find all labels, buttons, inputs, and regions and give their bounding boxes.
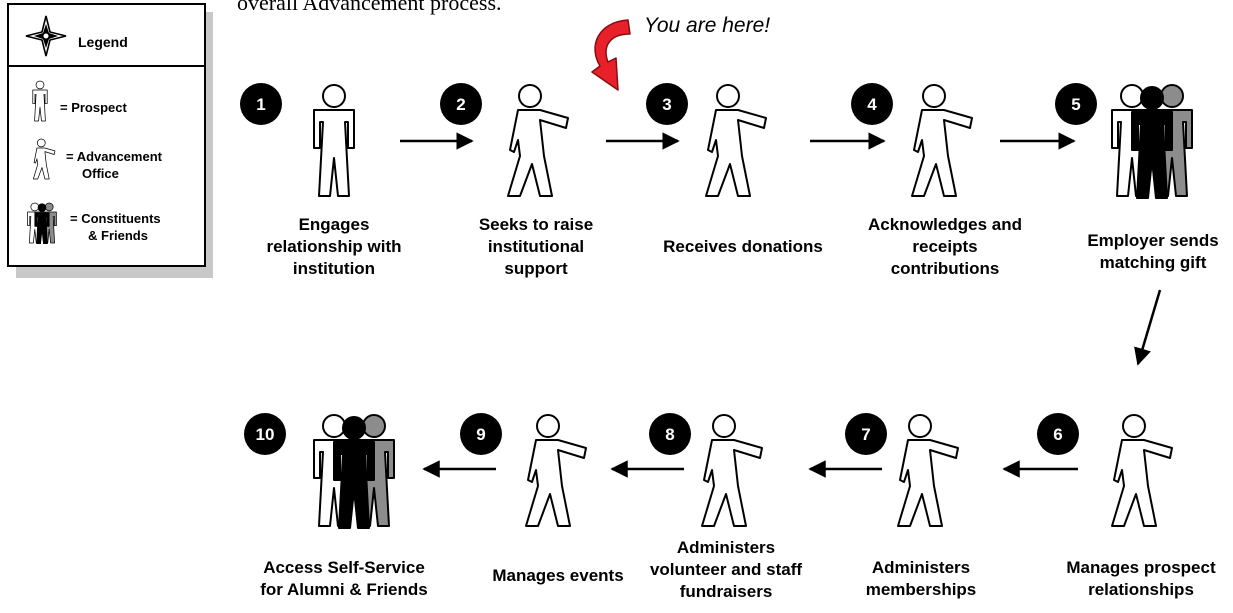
step-number-badge (240, 83, 282, 125)
step-caption-line: institution (293, 259, 375, 278)
step-caption-line: Access Self-Service (263, 558, 425, 577)
advancement-office-figure-icon (701, 414, 763, 527)
legend-item-line: = Advancement (66, 149, 163, 164)
constituents-group-icon (1112, 85, 1192, 198)
step-caption-line: Administers (872, 558, 970, 577)
legend-item-constituents: = Constituents & Friends (28, 203, 164, 244)
step-caption: Administers memberships (866, 558, 977, 599)
legend-item-line: = Constituents (70, 211, 161, 226)
advancement-office-figure-icon (507, 84, 569, 197)
legend-item-line: Office (82, 166, 119, 181)
advancement-office-figure-icon (911, 84, 973, 197)
step-caption-line: relationship with (266, 237, 401, 256)
step-caption-line: Acknowledges and (868, 215, 1022, 234)
step-caption: Seeks to raise institutional support (479, 215, 593, 278)
step-number: 9 (476, 425, 485, 444)
flow-arrow (1134, 289, 1162, 366)
red-curved-arrow-icon (591, 19, 631, 91)
step-number-badge (440, 83, 482, 125)
step-number-badge (460, 413, 502, 455)
step-caption-line: Employer sends (1087, 231, 1218, 250)
step-caption-line: for Alumni & Friends (260, 580, 428, 599)
step-caption: Engages relationship with institution (266, 215, 401, 278)
step-number: 4 (867, 95, 877, 114)
legend-item-label: = Prospect (60, 100, 128, 115)
legend-title: Legend (78, 34, 128, 50)
step-caption-line: Seeks to raise (479, 215, 593, 234)
advancement-office-figure-icon (705, 84, 767, 197)
step-caption-line: institutional (488, 237, 584, 256)
legend-box: Legend = Prospect = Advancement Office =… (7, 3, 213, 278)
step-caption-line: Manages events (492, 566, 623, 585)
step-number-badge (845, 413, 887, 455)
step-caption-line: memberships (866, 580, 977, 599)
step-number-badge (646, 83, 688, 125)
step-caption-line: matching gift (1100, 253, 1207, 272)
advancement-office-figure-icon (897, 414, 959, 527)
step-caption: Receives donations (663, 237, 823, 256)
legend-item-line: & Friends (88, 228, 148, 243)
step-number-badge (244, 413, 286, 455)
step-number: 7 (861, 425, 870, 444)
step-number: 3 (662, 95, 671, 114)
step-caption: Administers volunteer and staff fundraiser… (650, 538, 802, 601)
prospect-figure-icon (313, 84, 355, 197)
constituents-group-icon (314, 415, 394, 528)
step-caption-line: contributions (891, 259, 1000, 278)
you-are-here-label: You are here! (644, 14, 770, 37)
step-number-badge (851, 83, 893, 125)
step-number: 5 (1071, 95, 1080, 114)
advancement-office-figure-icon (1111, 414, 1173, 527)
step-caption: Manages prospect relationships (1066, 558, 1216, 599)
step-number: 6 (1053, 425, 1062, 444)
step-caption-line: Engages (299, 215, 370, 234)
legend-item-label: = Constituents & Friends (70, 211, 164, 243)
step-caption-line: fundraisers (680, 582, 773, 601)
step-caption-line: Manages prospect (1066, 558, 1216, 577)
step-number: 1 (256, 95, 265, 114)
legend-item-line: = Prospect (60, 100, 128, 115)
you-are-here-callout: You are here! (591, 14, 770, 91)
legend-item-advancement-office: = Advancement Office (33, 138, 166, 181)
step-number-badge (1037, 413, 1079, 455)
step-number: 8 (665, 425, 674, 444)
step-number-badge (649, 413, 691, 455)
step-caption: Employer sends matching gift (1087, 231, 1218, 272)
step-caption-line: support (504, 259, 568, 278)
step-caption-line: receipts (912, 237, 977, 256)
step-caption-line: Receives donations (663, 237, 823, 256)
step-caption-line: relationships (1088, 580, 1194, 599)
step-caption-line: volunteer and staff (650, 560, 802, 579)
step-number: 10 (256, 425, 275, 444)
legend-item-prospect: = Prospect (32, 80, 128, 122)
step-caption: Acknowledges and receipts contributions (868, 215, 1022, 278)
step-caption: Access Self-Service for Alumni & Friends (260, 558, 428, 599)
step-caption-line: Administers (677, 538, 775, 557)
intro-text: overall Advancement process. (237, 0, 502, 15)
flow-arrows (400, 132, 1162, 478)
step-caption: Manages events (492, 566, 623, 585)
compass-icon (25, 15, 67, 57)
step-number-badge (1055, 83, 1097, 125)
legend-item-label: = Advancement Office (66, 149, 166, 181)
step-number: 2 (456, 95, 465, 114)
advancement-office-figure-icon (525, 414, 587, 527)
